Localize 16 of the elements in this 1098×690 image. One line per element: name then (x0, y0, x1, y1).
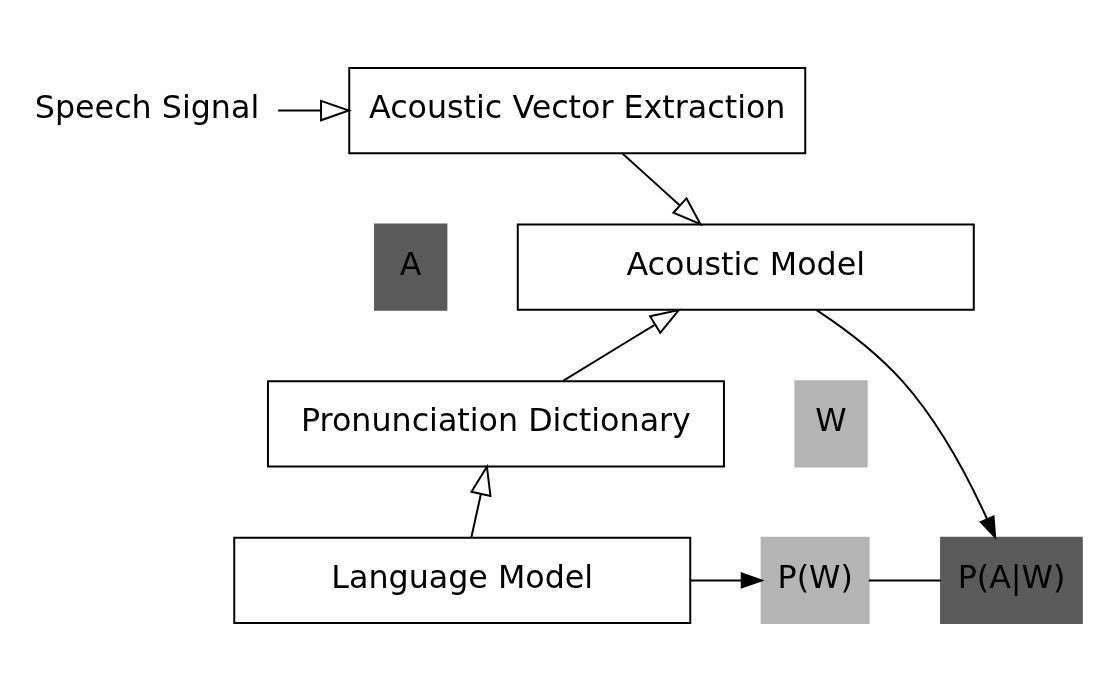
node-text: Speech Signal (34, 88, 260, 125)
node-box: W (794, 379, 868, 467)
connector (867, 578, 942, 581)
node-box: A (374, 223, 448, 311)
node-box: Acoustic Vector Extraction (348, 66, 807, 154)
node-box: P(W) (760, 536, 870, 624)
arrow (621, 151, 703, 226)
node-box: Language Model (233, 536, 692, 624)
node-box: Pronunciation Dictionary (266, 379, 725, 467)
arrow (689, 571, 765, 589)
arrow (562, 308, 682, 382)
node-box: P(A|W) (940, 536, 1083, 624)
arrow (815, 308, 997, 540)
node-box: Acoustic Model (516, 223, 975, 311)
arrow (277, 98, 352, 122)
arrow (469, 463, 492, 538)
